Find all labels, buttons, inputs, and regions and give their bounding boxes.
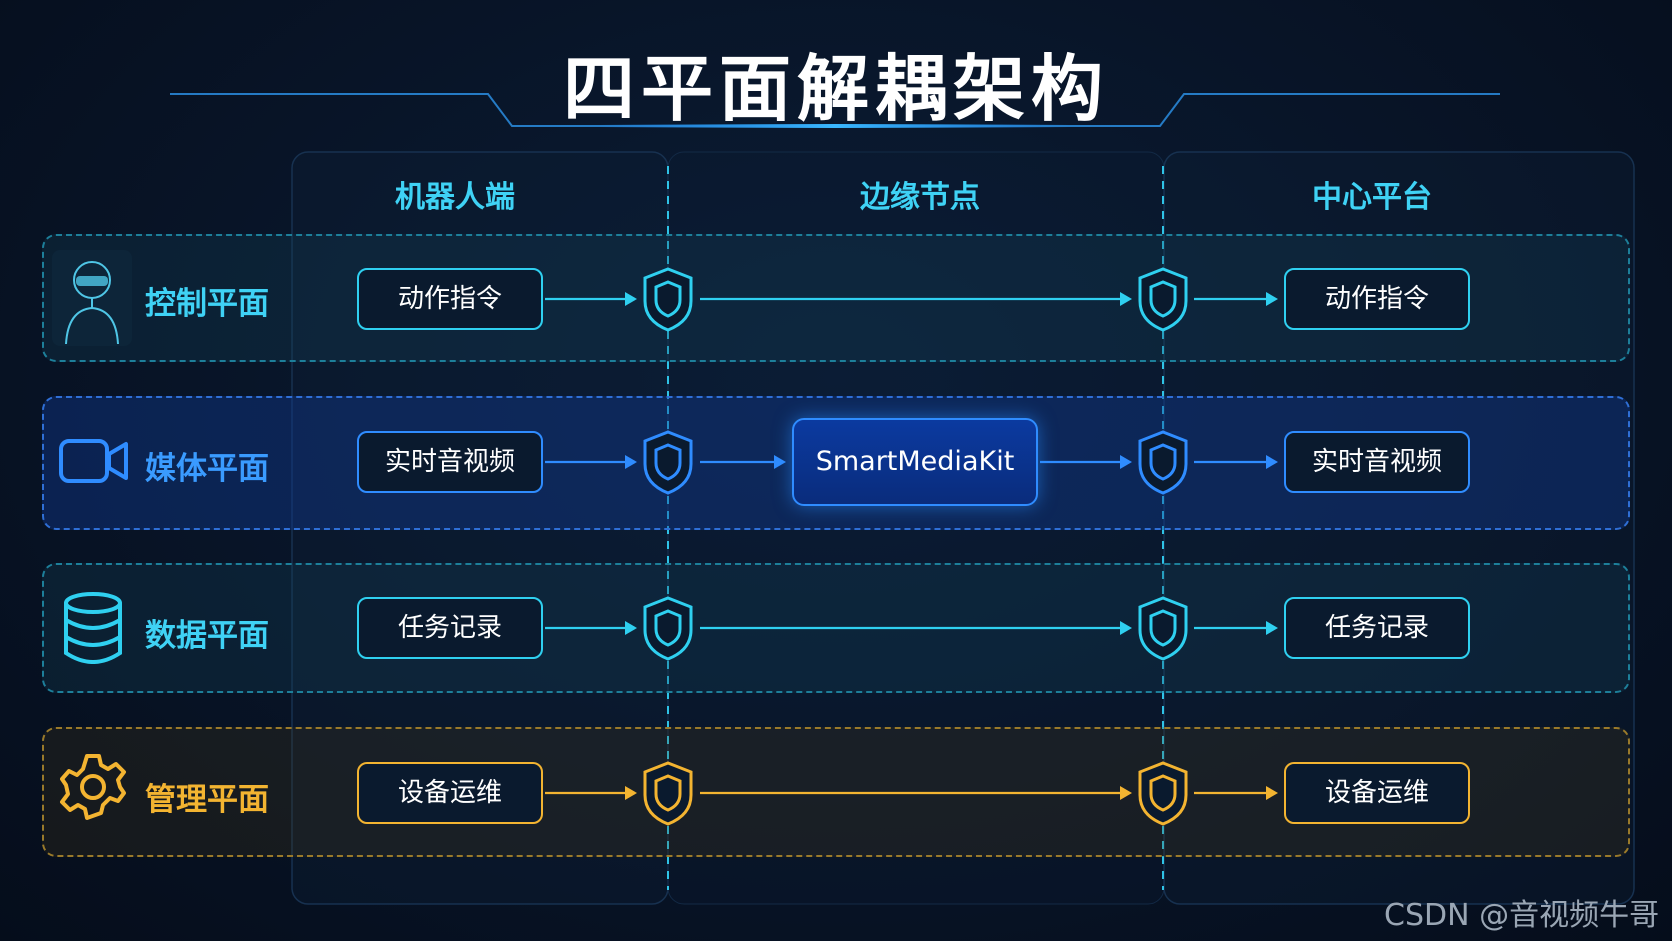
column-header-edge: 边缘节点 <box>860 180 980 215</box>
robot-node-data: 任务记录 <box>357 597 543 659</box>
center-node-management: 设备运维 <box>1284 762 1470 824</box>
edge-node-media: SmartMediaKit <box>792 418 1038 506</box>
robot-node-media: 实时音视频 <box>357 431 543 493</box>
plane-label-media: 媒体平面 <box>145 451 269 487</box>
robot-head-icon <box>52 250 132 346</box>
arrow-head <box>625 292 637 306</box>
shield-icon <box>643 761 693 826</box>
arrow-head <box>1266 621 1278 635</box>
center-node-control: 动作指令 <box>1284 268 1470 330</box>
center-node-data: 任务记录 <box>1284 597 1470 659</box>
arrow-head <box>625 621 637 635</box>
shield-icon <box>643 430 693 495</box>
gear-icon <box>60 754 126 820</box>
arrow-head <box>625 786 637 800</box>
page-title: 四平面解耦架构 <box>562 47 1109 131</box>
arrow-head <box>1120 786 1132 800</box>
shield-icon <box>1138 267 1188 332</box>
center-node-media: 实时音视频 <box>1284 431 1470 493</box>
database-icon <box>64 592 122 664</box>
plane-label-data: 数据平面 <box>145 618 269 654</box>
plane-label-control: 控制平面 <box>145 286 269 322</box>
shield-icon <box>1138 761 1188 826</box>
arrow-head <box>1266 292 1278 306</box>
plane-label-management: 管理平面 <box>145 782 269 818</box>
shield-icon <box>1138 430 1188 495</box>
shield-icon <box>643 596 693 661</box>
arrow-head <box>1120 455 1132 469</box>
shield-icon <box>643 267 693 332</box>
robot-node-management: 设备运维 <box>357 762 543 824</box>
arrow-head <box>1266 455 1278 469</box>
shield-icon <box>1138 596 1188 661</box>
robot-node-control: 动作指令 <box>357 268 543 330</box>
arrow-head <box>1120 621 1132 635</box>
arrow-head <box>1120 292 1132 306</box>
arrow-head <box>1266 786 1278 800</box>
video-camera-icon <box>59 439 128 483</box>
column-header-center: 中心平台 <box>1312 180 1432 215</box>
watermark: CSDN @音视频牛哥 <box>1384 898 1660 933</box>
arrow-head <box>774 455 786 469</box>
arrow-head <box>625 455 637 469</box>
title-glow <box>600 124 1070 128</box>
column-header-robot: 机器人端 <box>395 180 515 215</box>
